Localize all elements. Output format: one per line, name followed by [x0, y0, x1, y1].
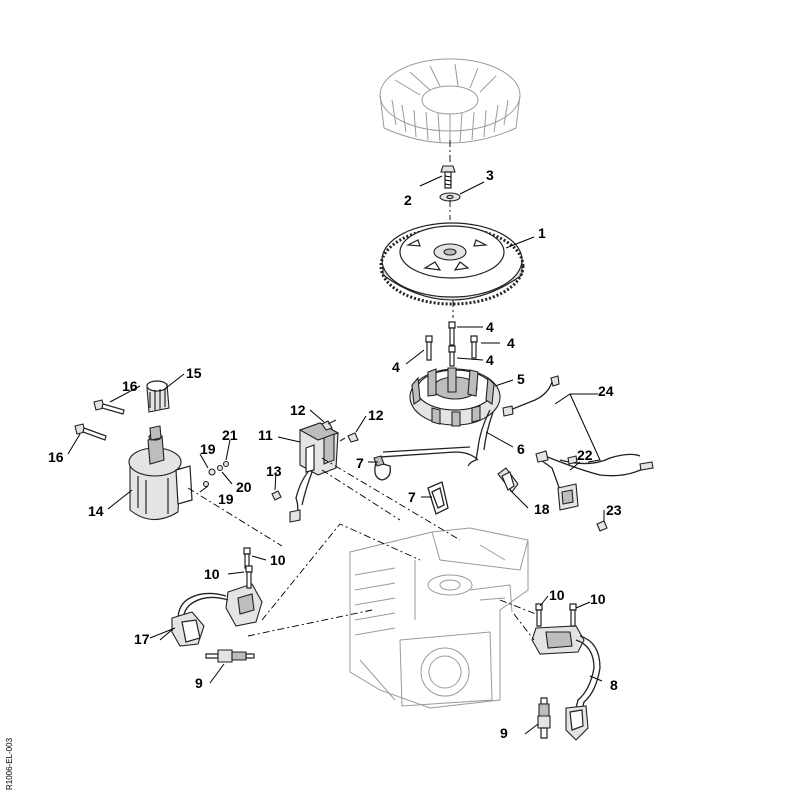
leader-lines: [67, 175, 605, 735]
label-16a: 16: [122, 378, 138, 394]
label-4c: 4: [392, 359, 400, 375]
label-16b: 16: [48, 449, 64, 465]
label-9a: 9: [195, 675, 203, 691]
label-10c: 10: [549, 587, 565, 603]
label-9b: 9: [500, 725, 508, 741]
assembly-lines: [187, 140, 537, 641]
callout-labels: 1 2 3 4 4 4 4 5 6 7 7 8 9 9 10 10 10 10 …: [48, 167, 622, 741]
label-6: 6: [517, 441, 525, 457]
starter-gear: [146, 380, 170, 413]
label-22: 22: [577, 447, 593, 463]
label-10d: 10: [590, 591, 606, 607]
label-20: 20: [236, 479, 252, 495]
label-24: 24: [598, 383, 614, 399]
label-14: 14: [88, 503, 104, 519]
flywheel: [379, 222, 525, 306]
label-18: 18: [534, 501, 550, 517]
starter-nuts-washers: [202, 460, 230, 488]
label-12b: 12: [368, 407, 384, 423]
right-spark-plug: [537, 697, 551, 739]
drawing-code: R1006-EL-003: [5, 737, 14, 790]
ignition-module: [289, 422, 340, 523]
label-11: 11: [258, 427, 273, 443]
starter-bolts: [74, 399, 125, 441]
stator: [409, 367, 501, 427]
stator-wiring: [379, 375, 560, 467]
left-ignition-coil: [171, 583, 263, 647]
label-19b: 19: [218, 491, 234, 507]
flywheel-washer: [439, 192, 461, 202]
label-4d: 4: [486, 352, 494, 368]
label-12a: 12: [290, 402, 306, 418]
label-1: 1: [538, 225, 546, 241]
label-7b: 7: [408, 489, 416, 505]
label-19a: 19: [200, 441, 216, 457]
harness-screw: [596, 520, 608, 532]
label-2: 2: [404, 192, 412, 208]
label-4b: 4: [507, 335, 515, 351]
stator-bolts: [425, 321, 478, 367]
left-spark-plug: [205, 649, 255, 663]
label-4a: 4: [486, 319, 494, 335]
rectifier-bracket: [497, 467, 519, 493]
label-17: 17: [134, 631, 150, 647]
wire-clips: [373, 455, 449, 515]
label-21: 21: [222, 427, 238, 443]
engine-block: [349, 527, 529, 709]
starter-motor: [128, 425, 193, 521]
label-13: 13: [266, 463, 282, 479]
label-5: 5: [517, 371, 525, 387]
label-7a: 7: [356, 455, 364, 471]
label-8: 8: [610, 677, 618, 693]
fan-housing: [379, 58, 521, 144]
wiring-harness: [535, 450, 654, 511]
module-screws: [271, 419, 359, 501]
right-coil-bolts: [535, 603, 577, 627]
label-3: 3: [486, 167, 494, 183]
right-ignition-coil: [531, 625, 601, 741]
label-15: 15: [186, 365, 202, 381]
flywheel-bolt: [440, 165, 456, 189]
left-coil-bolts: [243, 547, 253, 589]
label-23: 23: [606, 502, 622, 518]
label-10b: 10: [270, 552, 286, 568]
label-10a: 10: [204, 566, 220, 582]
